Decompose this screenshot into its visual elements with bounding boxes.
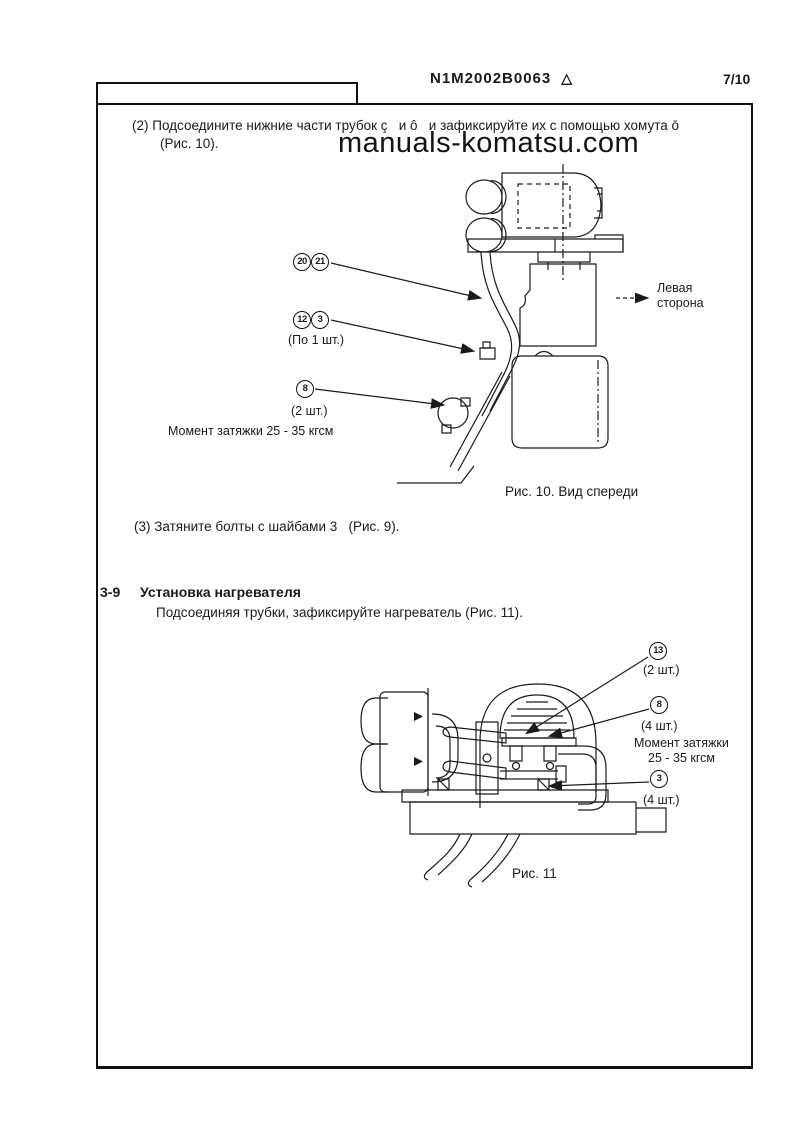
left-side-label: Левая сторона <box>657 281 704 311</box>
step3-text: (3) Затяните болты с шайбами 3 (Рис. 9). <box>134 519 400 534</box>
pipe-loop <box>500 746 606 810</box>
fig11-torque-line2: 25 - 35 кгсм <box>648 751 715 765</box>
qty-13-label: (2 шт.) <box>643 663 680 677</box>
left-side-line1: Левая <box>657 281 693 295</box>
upper-bracket <box>520 264 596 346</box>
callout-8-fig11: 8 <box>650 696 668 714</box>
heater-base <box>402 779 666 834</box>
outlet-pipes <box>424 834 520 887</box>
qty-two-label: (2 шт.) <box>291 404 328 418</box>
leader-12-3 <box>331 320 476 354</box>
housing-arch <box>480 684 596 808</box>
doc-code-text: N1M2002B0063 <box>430 70 552 87</box>
heater-pipes <box>443 722 506 794</box>
qty-8-label: (4 шт.) <box>641 719 678 733</box>
callout-13: 13 <box>649 642 667 660</box>
document-code: N1M2002B0063 △ <box>430 70 572 88</box>
callout-3-fig11: 3 <box>650 770 668 788</box>
leader-8 <box>547 709 649 739</box>
fig10-torque-note: Момент затяжки 25 - 35 кгсм <box>168 424 334 438</box>
leader-3 <box>547 780 649 791</box>
mounting-plate <box>468 235 623 270</box>
section-number: 3-9 <box>100 584 121 600</box>
qty-3-label: (4 шт.) <box>643 793 680 807</box>
left-side-line2: сторона <box>657 296 704 310</box>
clamp <box>438 398 470 433</box>
lower-body <box>512 352 608 449</box>
compressor-pulleys <box>466 180 506 252</box>
callout-8: 8 <box>296 380 314 398</box>
pipe-fitting <box>480 342 495 359</box>
watermark-text: manuals-komatsu.com <box>338 127 640 159</box>
fig11-line-art <box>360 630 740 880</box>
fig10-caption: Рис. 10. Вид спереди <box>505 484 639 499</box>
manifold <box>432 714 458 782</box>
leader-13 <box>524 657 648 735</box>
page-number: 7/10 <box>723 71 751 87</box>
header-title-box <box>96 82 358 105</box>
callout-3: 3 <box>311 311 329 329</box>
revision-triangle-icon: △ <box>561 70 573 86</box>
leader-20-21 <box>331 263 483 301</box>
callout-12: 12 <box>293 311 311 329</box>
fig11-torque-line1: Момент затяжки <box>634 736 729 750</box>
step2-line1: (2) Подсоедините нижние части трубок ç и… <box>132 118 679 133</box>
leader-8 <box>315 389 446 409</box>
qty-per-one-label: (По 1 шт.) <box>288 333 344 347</box>
callout-21: 21 <box>311 253 329 271</box>
callout-20: 20 <box>293 253 311 271</box>
step2-line2: (Рис. 10). <box>160 136 219 151</box>
pipe <box>481 252 520 416</box>
section-title: Установка нагревателя <box>140 584 301 600</box>
bracket-base <box>397 372 510 483</box>
fig11-caption: Рис. 11 <box>512 866 557 881</box>
fig10-line-art <box>150 160 650 505</box>
heater-left-tanks <box>361 688 428 796</box>
section-body: Подсоединяя трубки, зафиксируйте нагрева… <box>156 605 523 620</box>
content-frame <box>96 103 753 1069</box>
